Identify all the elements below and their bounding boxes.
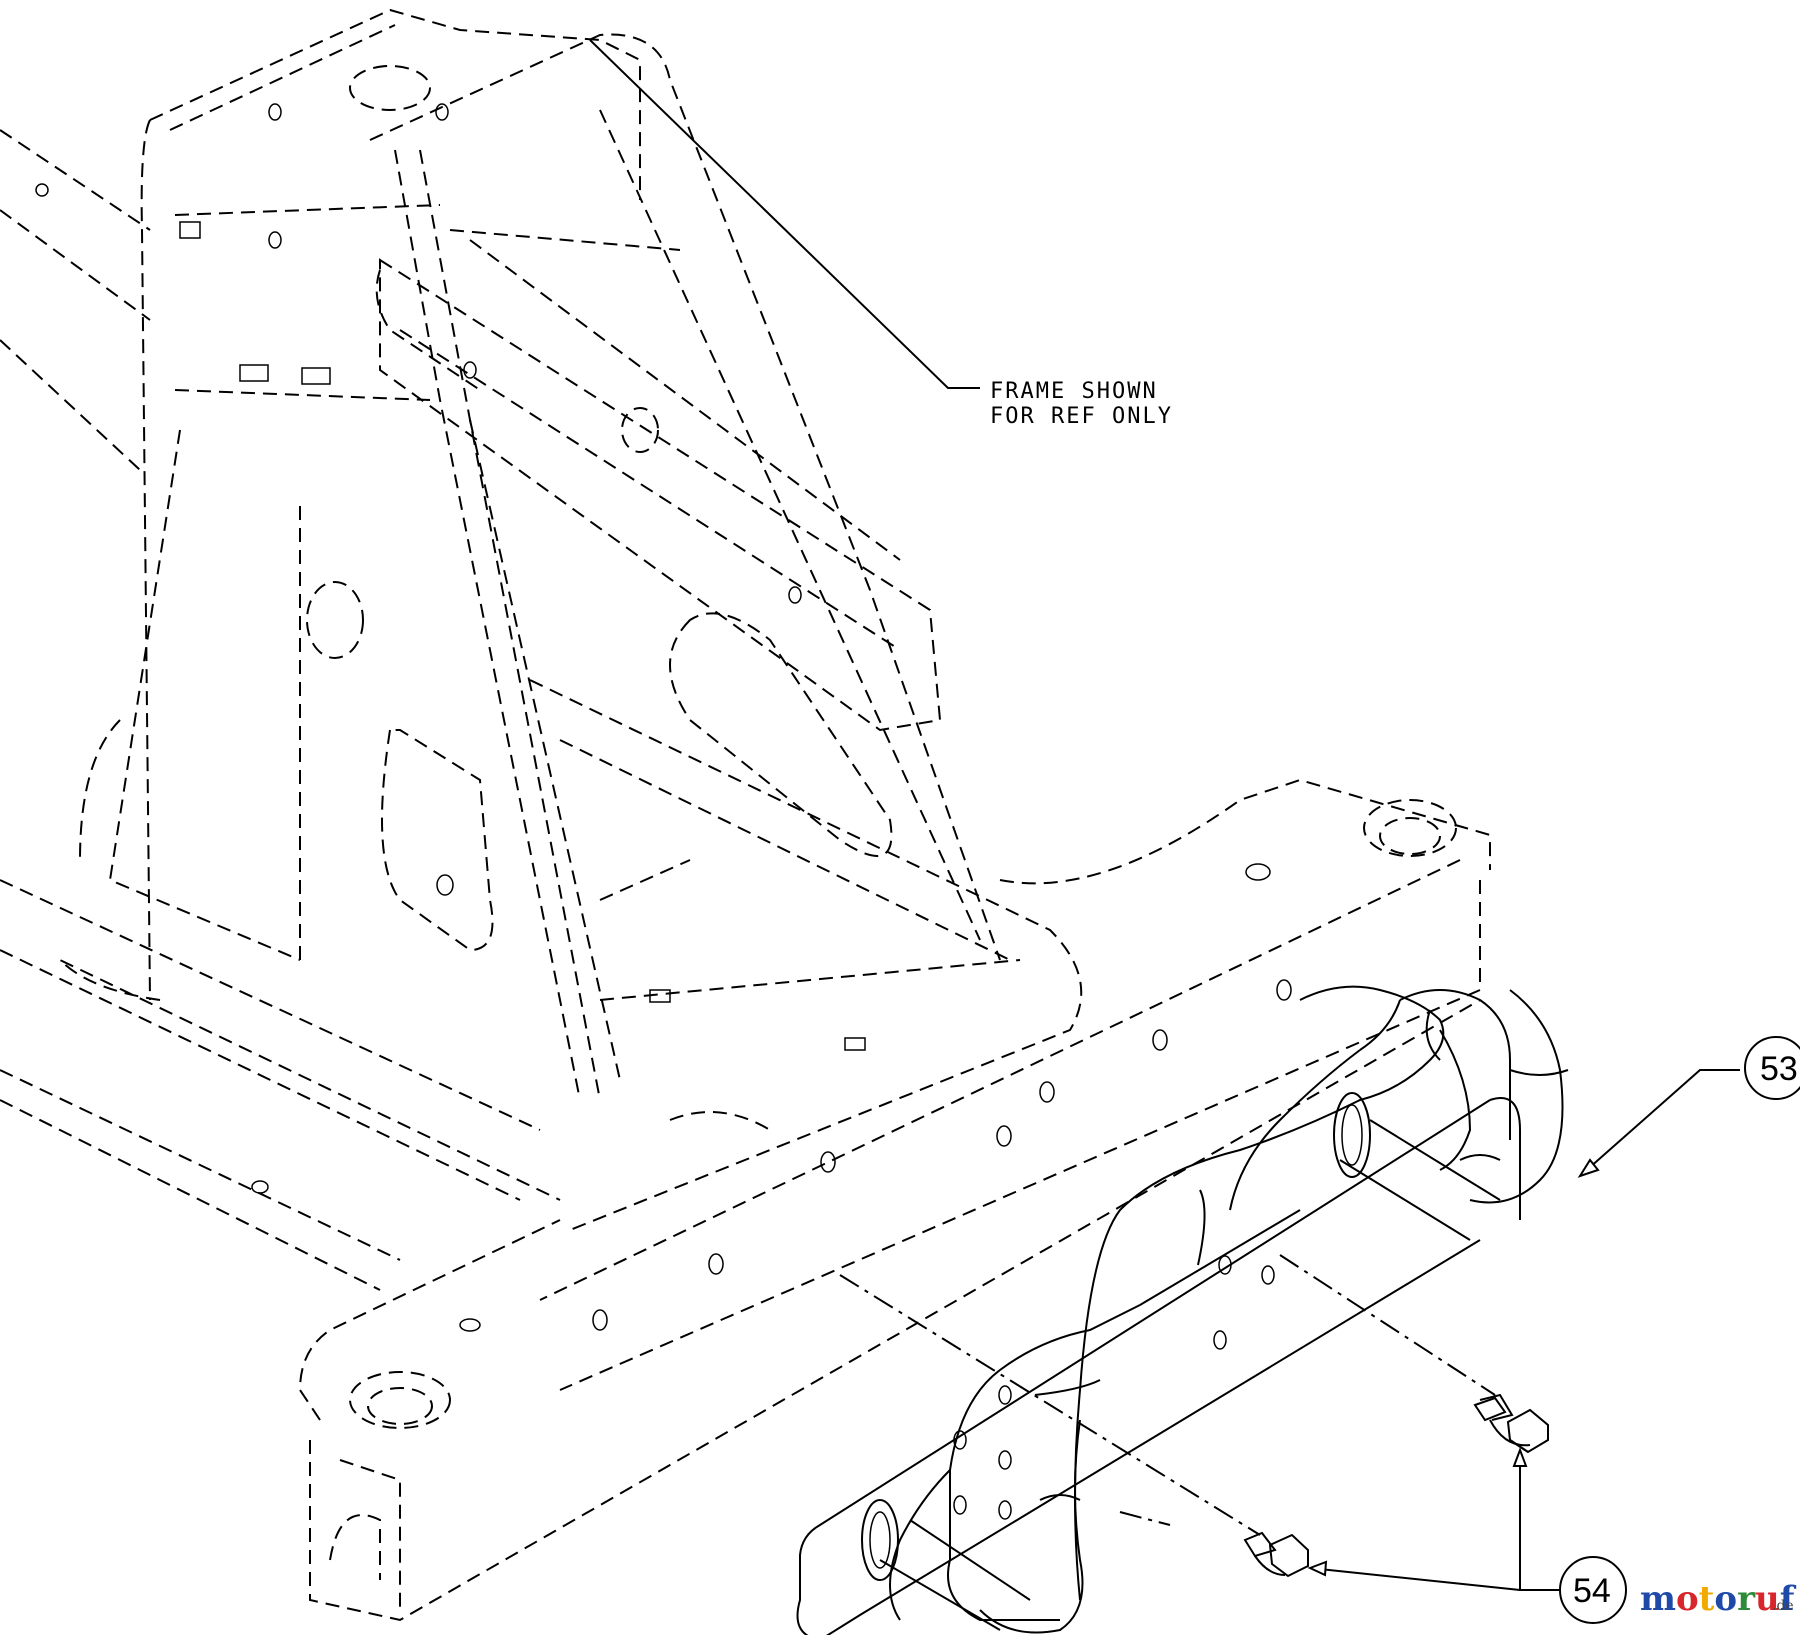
part-54-bolt-upper xyxy=(1279,1254,1549,1454)
note-line-2: FOR REF ONLY xyxy=(990,404,1173,429)
note-leader xyxy=(589,39,980,389)
watermark-logo: motoruf .de xyxy=(1640,1579,1797,1619)
part-53-bumper xyxy=(796,985,1569,1635)
frame-reference-note: FRAME SHOWN FOR REF ONLY xyxy=(990,379,1173,429)
callout-54: 54 xyxy=(1307,1447,1627,1624)
callout-53-label: 53 xyxy=(1760,1050,1798,1088)
note-line-1: FRAME SHOWN xyxy=(990,379,1158,404)
svg-text:motoruf: motoruf xyxy=(1640,1579,1797,1619)
callout-54-label: 54 xyxy=(1573,1572,1611,1610)
part-54-bolt-lower xyxy=(839,1274,1309,1578)
reference-frame xyxy=(0,8,1491,1622)
callout-53: 53 xyxy=(1577,1036,1800,1178)
svg-text:.de: .de xyxy=(1772,1598,1794,1614)
